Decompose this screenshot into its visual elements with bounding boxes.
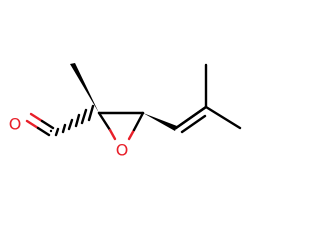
aldehyde-oxygen-label: O	[9, 115, 22, 134]
dimethyl-right-methyl-bond	[204, 105, 242, 130]
epoxide-c2-o-bond-black	[97, 111, 112, 132]
epoxide-oxygen-label: O	[116, 141, 129, 160]
bold-wedge-side-chain	[143, 113, 177, 131]
aldehyde-carbonyl-bond	[25, 112, 55, 137]
epoxide-c3-o-bond-black	[132, 111, 145, 132]
bold-wedge-methyl	[70, 63, 99, 113]
alkene-bond-inner	[180, 114, 207, 134]
epoxide-c2-o-bond-red	[108, 128, 117, 141]
alkene-bond-outer	[174, 105, 208, 130]
hashed-wedge-bond	[49, 104, 95, 137]
epoxide-c3-o-bond-red	[127, 128, 136, 141]
molecule-structure: O O	[9, 63, 242, 160]
